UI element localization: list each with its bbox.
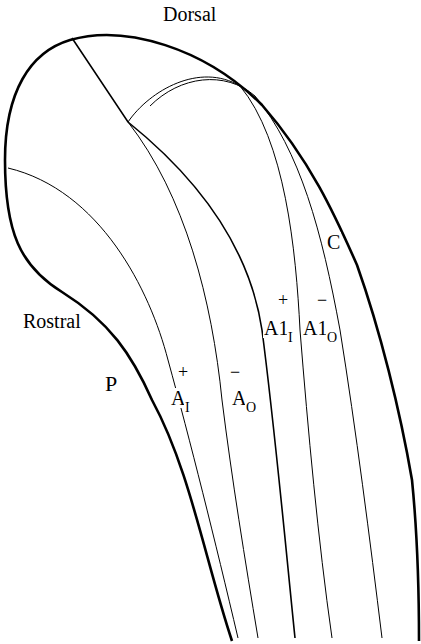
boundary-line [128, 77, 332, 638]
polarity-sign: − [229, 363, 241, 381]
area-subscript: O [326, 331, 338, 345]
area-name: A1 [263, 318, 289, 338]
polarity-sign: + [177, 363, 189, 381]
polarity-sign: − [316, 291, 328, 309]
boundary-line [128, 122, 258, 638]
boundary-line [72, 38, 295, 638]
region-letter: P [104, 373, 118, 395]
area-name: A1 [302, 318, 328, 338]
boundary-line [150, 80, 382, 638]
direction-label: Dorsal [162, 4, 217, 24]
area-subscript: I [287, 331, 294, 345]
area-subscript: I [184, 401, 191, 415]
direction-label: Rostral [22, 311, 82, 331]
region-letter: C [326, 232, 341, 252]
polarity-sign: + [277, 291, 289, 309]
outer-outline [5, 35, 419, 641]
area-subscript: O [245, 401, 257, 415]
boundary-line [8, 168, 238, 638]
